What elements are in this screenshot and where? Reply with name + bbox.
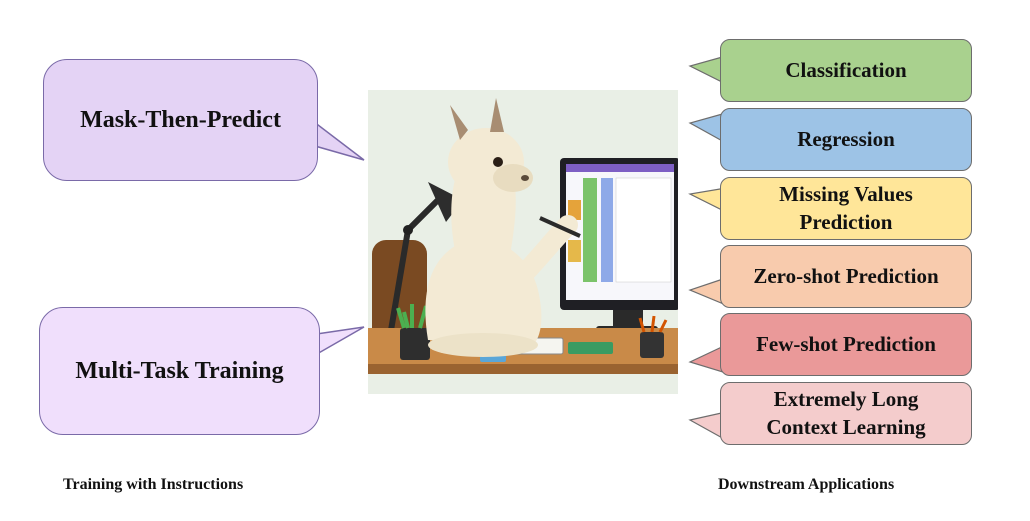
left-caption: Training with Instructions <box>63 476 244 493</box>
desk-lamp <box>385 182 463 349</box>
llama <box>425 98 581 357</box>
right-bubble-6-label: Extremely Long Context Learning <box>766 387 926 439</box>
computer-monitor <box>560 158 678 334</box>
right-bubble-1: Classification <box>720 39 972 102</box>
right-bubble-2: Regression <box>720 108 972 171</box>
left-bubble-1: Mask-Then-Predict <box>43 59 318 181</box>
left-bubble-2-label: Multi-Task Training <box>75 357 284 384</box>
tablet <box>568 342 613 354</box>
right-bubble-5-label: Few-shot Prediction <box>756 331 936 356</box>
left-bubble-2: Multi-Task Training <box>39 307 320 435</box>
left-bubble-1-label: Mask-Then-Predict <box>80 106 281 133</box>
right-caption: Downstream Applications <box>718 476 895 493</box>
right-bubble-1-label: Classification <box>785 57 907 82</box>
pen-holder <box>638 315 668 358</box>
right-bubble-3-label: Missing Values Prediction <box>779 182 913 234</box>
right-bubble-4-label: Zero-shot Prediction <box>753 263 939 288</box>
right-bubble-2-label: Regression <box>797 126 895 151</box>
right-bubble-6: Extremely Long Context Learning <box>720 382 972 445</box>
llama-illustration <box>368 90 678 394</box>
pencil-pot <box>396 304 430 360</box>
right-bubble-5: Few-shot Prediction <box>720 313 972 376</box>
right-bubble-4: Zero-shot Prediction <box>720 245 972 308</box>
right-bubble-3: Missing Values Prediction <box>720 177 972 240</box>
